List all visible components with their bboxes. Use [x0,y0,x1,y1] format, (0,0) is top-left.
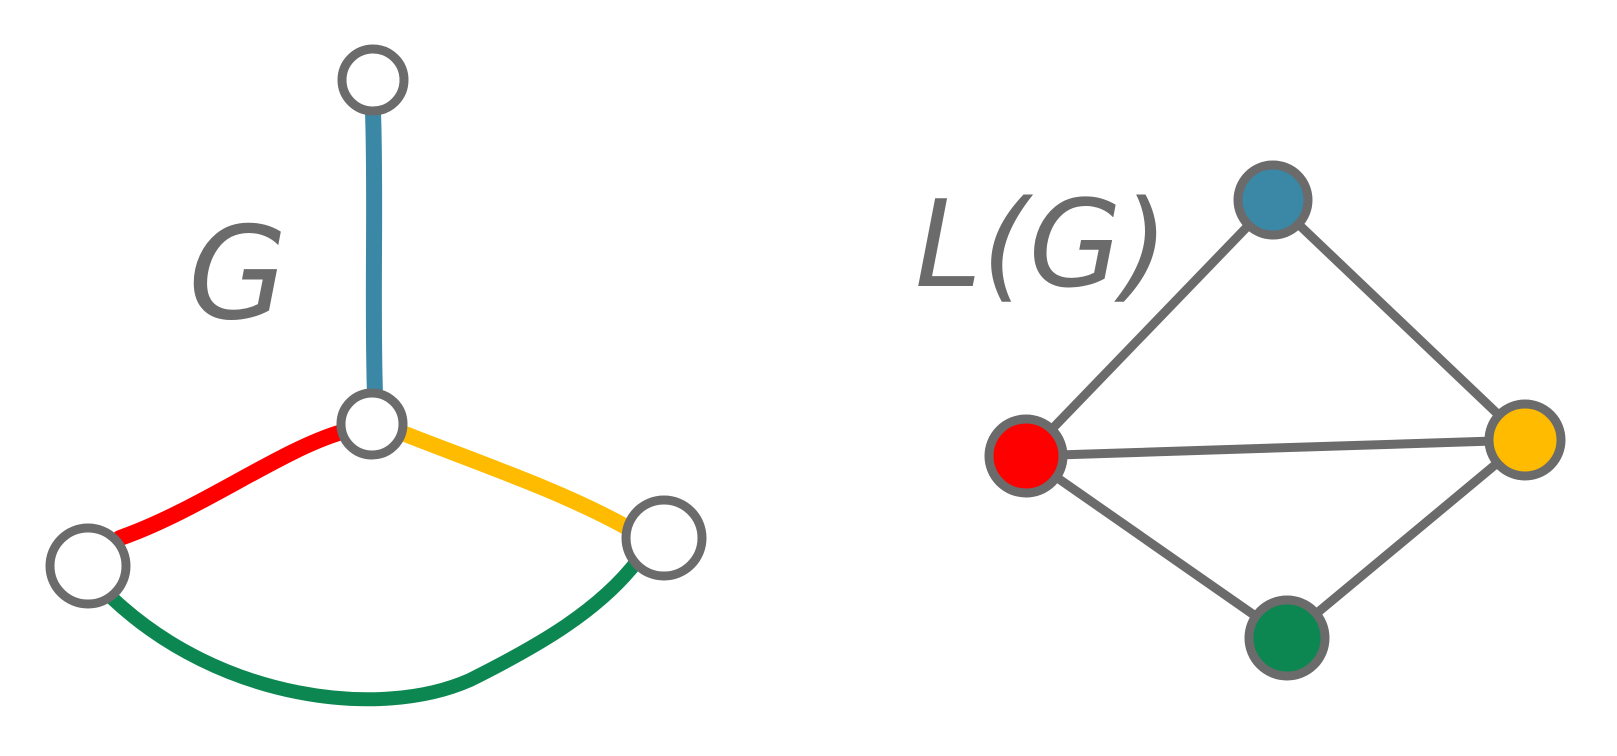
graph-g-label: G [188,200,287,349]
lg-edge-yellow-green [1282,435,1530,643]
lg-edge-blue-red [1021,195,1278,461]
g-node-right [621,495,707,581]
lg-node-red [984,414,1068,498]
lg-node-green [1244,595,1330,681]
g-node-left [45,523,131,609]
g-edge-left-right [105,553,645,707]
lg-node-blue [1233,160,1313,240]
lg-edge-red-green [1021,451,1292,643]
lg-edge-blue-yellow [1268,195,1530,445]
g-edge-top-hub [365,104,383,403]
g-node-top [337,44,409,116]
graph-g: G [45,44,707,707]
lg-node-yellow [1484,399,1566,481]
g-node-hub [336,388,408,460]
g-edge-hub-right [392,424,636,536]
line-graph-label: L(G) [915,176,1168,315]
g-edge-hub-left [112,424,350,546]
line-graph: L(G) [915,160,1566,681]
lg-edge-red-yellow [1021,435,1530,461]
